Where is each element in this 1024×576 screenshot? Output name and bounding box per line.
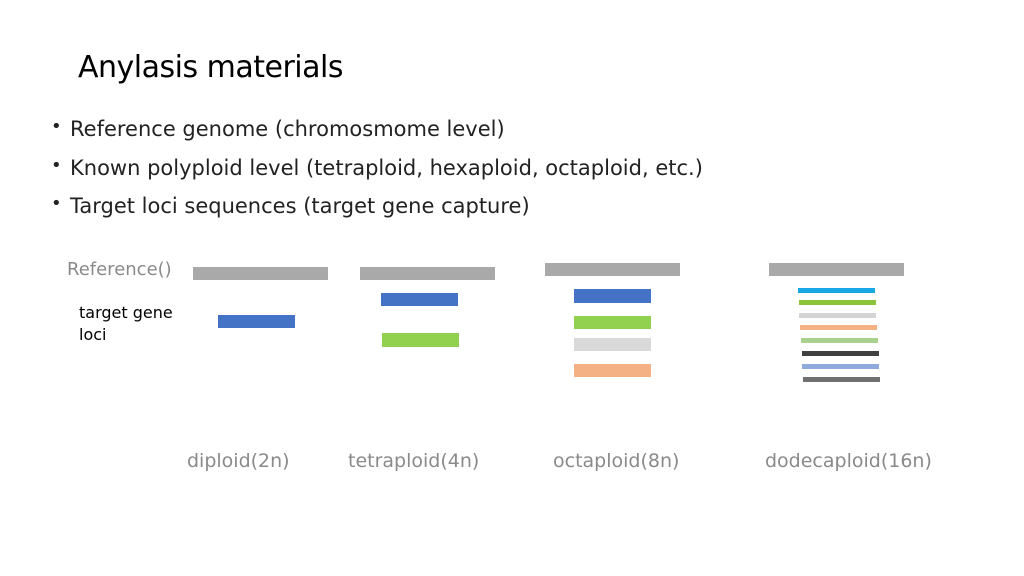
target-gene-loci-label: target gene loci [79, 303, 173, 344]
locus-bar-octaploid-2 [574, 316, 651, 329]
caption-diploid: diploid(2n) [187, 450, 290, 472]
locus-bar-dodecaploid-7 [802, 364, 879, 369]
reference-bar-octaploid [545, 263, 680, 276]
locus-bar-octaploid-3 [574, 338, 651, 351]
bullet-list: • Reference genome (chromosmome level) • K… [48, 112, 703, 228]
locus-bar-dodecaploid-3 [799, 313, 876, 318]
slide-title: Anylasis materials [78, 50, 343, 85]
reference-bar-tetraploid [360, 267, 495, 280]
bullet-item: • Target loci sequences (target gene capt… [48, 189, 703, 228]
reference-label: Reference() [67, 259, 172, 280]
bullet-item: • Known polyploid level (tetraploid, hexa… [48, 151, 703, 190]
reference-bar-diploid [193, 267, 328, 280]
locus-bar-tetraploid-1 [381, 293, 458, 306]
locus-bar-dodecaploid-1 [798, 288, 875, 293]
locus-bar-dodecaploid-2 [799, 300, 876, 305]
locus-bar-octaploid-1 [574, 289, 651, 303]
bullet-text: Known polyploid level (tetraploid, hexap… [70, 155, 703, 180]
caption-tetraploid: tetraploid(4n) [348, 450, 480, 472]
bullet-item: • Reference genome (chromosmome level) [48, 112, 703, 151]
caption-octaploid: octaploid(8n) [553, 450, 680, 472]
reference-bar-dodecaploid [769, 263, 904, 276]
locus-bar-dodecaploid-4 [800, 325, 877, 330]
locus-bar-diploid-1 [218, 315, 295, 328]
bullet-text: Reference genome (chromosmome level) [70, 117, 505, 141]
bullet-dot-icon: • [51, 193, 62, 214]
bullet-dot-icon: • [51, 154, 62, 176]
locus-bar-octaploid-4 [574, 364, 651, 377]
bullet-text: Target loci sequences (target gene captu… [70, 194, 530, 218]
locus-bar-dodecaploid-8 [803, 377, 880, 382]
locus-bar-tetraploid-2 [382, 333, 459, 347]
caption-dodecaploid: dodecaploid(16n) [765, 450, 932, 472]
bullet-dot-icon: • [51, 116, 62, 137]
locus-bar-dodecaploid-6 [802, 351, 879, 356]
locus-bar-dodecaploid-5 [801, 338, 878, 343]
